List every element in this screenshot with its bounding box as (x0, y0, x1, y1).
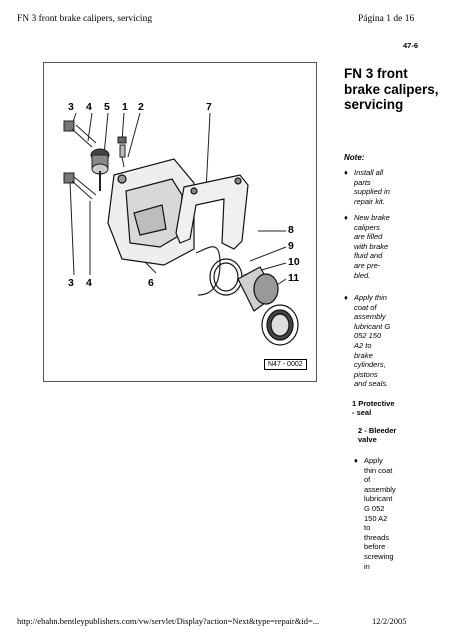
brake-caliper-exploded-diagram: 3 4 5 1 2 7 8 9 10 11 3 4 6 N47 - 0002 (43, 62, 317, 382)
parts-list-item: 2 - Bleeder valve (358, 426, 397, 444)
callout-label: 1 (122, 101, 128, 113)
section-code: 47-6 (403, 41, 419, 50)
callout-label: 8 (288, 224, 294, 236)
callout-label: 5 (104, 101, 110, 113)
callout-label: 11 (288, 272, 300, 284)
callout-label: 2 (138, 101, 144, 113)
diamond-bullet-icon: ♦ (344, 293, 348, 302)
callout-label: 4 (86, 101, 92, 113)
parts-list-item: 1 Protective - seal (352, 399, 395, 417)
item-bullet-text: Apply thin coat of assembly lubricant G … (364, 456, 396, 571)
note-bullet: ♦ New brake calipers are filled with bra… (344, 213, 390, 280)
footer-url-link[interactable]: http://ebahn.bentleypublishers.com/vw/se… (17, 616, 320, 626)
callout-label: 7 (206, 101, 212, 113)
diamond-bullet-icon: ♦ (344, 168, 348, 177)
callout-label: 3 (68, 101, 74, 113)
note-bullet: ♦ Apply thin coat of assembly lubricant … (344, 293, 391, 389)
callout-label: 10 (288, 256, 300, 268)
header-page-info: Página 1 de 16 (358, 14, 415, 24)
note-bullet-text: New brake calipers are filled with brake… (354, 213, 390, 280)
item-bullet: ♦ Apply thin coat of assembly lubricant … (354, 456, 396, 571)
note-bullet-text: Install all parts supplied in repair kit… (354, 168, 390, 206)
callout-label: 3 (68, 277, 74, 289)
callout-label: 6 (148, 277, 154, 289)
callout-label: 4 (86, 277, 92, 289)
note-label: Note: (344, 153, 365, 162)
note-bullet: ♦ Install all parts supplied in repair k… (344, 168, 390, 206)
page-title: FN 3 front brake calipers, servicing (344, 66, 439, 112)
figure-code: N47 - 0002 (264, 359, 307, 370)
callout-label: 9 (288, 240, 294, 252)
diamond-bullet-icon: ♦ (354, 456, 358, 465)
header-doc-title: FN 3 front brake calipers, servicing (17, 14, 153, 24)
caliper-illustration (63, 112, 299, 346)
footer-date: 12/2/2005 (372, 616, 407, 626)
diamond-bullet-icon: ♦ (344, 213, 348, 222)
note-bullet-text: Apply thin coat of assembly lubricant G … (354, 293, 391, 389)
